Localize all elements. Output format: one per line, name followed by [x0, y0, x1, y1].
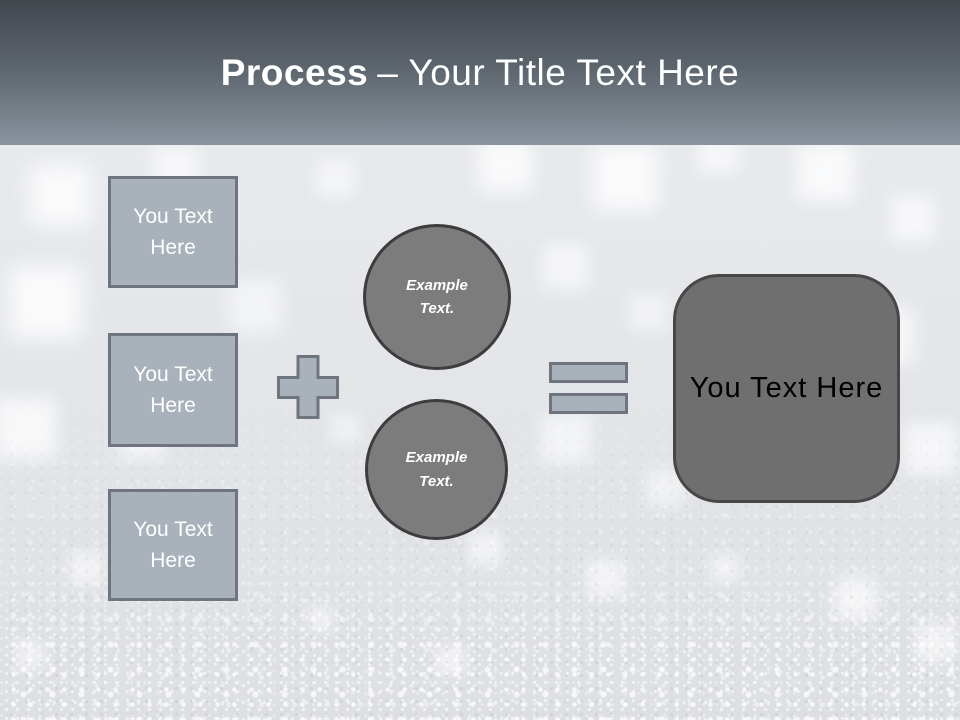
page-title-subtitle: – Your Title Text Here	[377, 51, 740, 93]
result-box[interactable]: You Text Here	[673, 274, 900, 503]
example-circle-1-label: Example Text.	[406, 276, 468, 317]
equals-icon[interactable]	[549, 362, 628, 414]
process-step-box-2[interactable]: You Text Here	[108, 333, 238, 447]
process-step-box-3-label: You Text Here	[133, 517, 213, 573]
slide-header: Process– Your Title Text Here	[0, 0, 960, 145]
page-title[interactable]: Process– Your Title Text Here	[221, 52, 740, 94]
process-step-box-3[interactable]: You Text Here	[108, 489, 238, 601]
example-circle-1[interactable]: Example Text.	[363, 224, 511, 370]
result-box-label: You Text Here	[689, 372, 884, 404]
process-step-box-1-label: You Text Here	[133, 204, 213, 260]
example-circle-2-label: Example Text.	[405, 449, 468, 490]
equals-bar-top	[549, 362, 628, 383]
process-step-box-2-label: You Text Here	[133, 362, 213, 418]
equals-bar-bottom	[549, 393, 628, 414]
example-circle-2[interactable]: Example Text.	[365, 399, 508, 540]
page-title-keyword: Process	[220, 51, 369, 93]
plus-icon[interactable]	[277, 355, 339, 419]
process-step-box-1[interactable]: You Text Here	[108, 176, 238, 288]
